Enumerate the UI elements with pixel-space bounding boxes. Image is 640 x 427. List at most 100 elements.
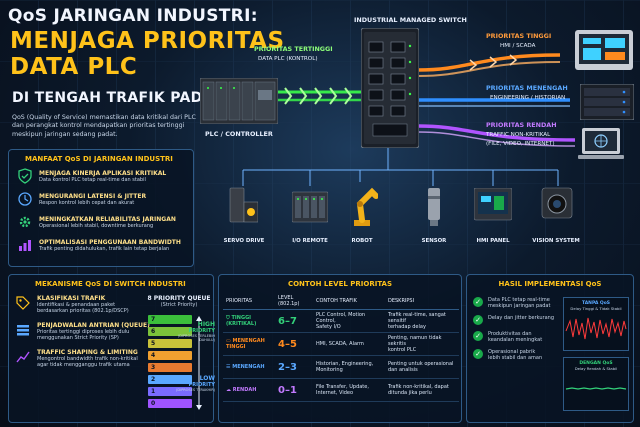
jitter-waveform-stable	[565, 387, 627, 390]
benefit-desc: Data kontrol PLC tetap real-time dan sta…	[39, 176, 146, 183]
levels-header: PRIORITAS	[223, 293, 275, 310]
level-desc-2: terhadap delay	[388, 324, 426, 330]
sensor-device	[424, 188, 444, 226]
levels-header-row: PRIORITAS LEVEL (802.1p) CONTOH TRAFIK D…	[223, 293, 459, 310]
level-value: 0–1	[275, 378, 313, 402]
queue-title: 8 PRIORITY QUEUE	[147, 295, 211, 302]
hmi-scada-monitor	[575, 30, 633, 70]
queue-slot: 0	[148, 399, 192, 408]
check-icon: ✓	[473, 315, 483, 325]
results-title: HASIL IMPLEMENTASI QoS	[498, 280, 602, 288]
mechanism-panel: MEKANISME QoS DI SWITCH INDUSTRI KLASIFI…	[8, 274, 215, 423]
chart-qos-title: DENGAN QoS	[579, 361, 613, 366]
high-note: (DIPROSES TERLEBIH DAHULU)	[177, 334, 215, 342]
traffic-1: PLC Control, Motion Control,	[316, 312, 366, 324]
level-name-2: (KRITIKAL)	[226, 321, 257, 327]
check-icon: ✓	[473, 349, 483, 359]
device-label-io: I/O REMOTE	[292, 238, 328, 244]
headline-line-2: DATA PLC	[10, 54, 138, 80]
output-low-detail-2: (FILE, VIDEO, INTERNET)	[486, 141, 555, 147]
level-value: 2–3	[275, 355, 313, 379]
switch-label: INDUSTRIAL MANAGED SWITCH	[354, 16, 467, 24]
chart-no-qos: TANPA QoS Delay Tinggi & Tidak Stabil	[563, 297, 629, 351]
benefit-desc: Respon kontrol lebih cepat dan akurat	[39, 199, 135, 206]
page-title: QoS JARINGAN INDUSTRI:	[8, 6, 258, 26]
result-line-2: lebih stabil dan aman	[488, 355, 543, 361]
high-label: HIGH	[197, 321, 215, 328]
table-row: ⛉ TINGGI(KRITIKAL) 6–7 PLC Control, Moti…	[223, 309, 459, 333]
benefit-desc: Trafik penting didahulukan, trafik lain …	[39, 245, 170, 252]
queue-slot: 2	[148, 375, 192, 384]
queue-slot: 3	[148, 363, 192, 372]
clock-icon	[17, 191, 33, 207]
vision-system-device	[538, 186, 576, 226]
headline-line-1: MENJAGA PRIORITAS	[10, 28, 285, 54]
levels-table: PRIORITAS LEVEL (802.1p) CONTOH TRAFIK D…	[223, 293, 459, 402]
results-panel: HASIL IMPLEMENTASI QoS ✓Data PLC tetap r…	[466, 274, 634, 423]
mechanism-item-title: TRAFFIC SHAPING & LIMITING	[37, 349, 138, 356]
device-label-robot: ROBOT	[351, 238, 373, 244]
device-label-hmi: HMI PANEL	[476, 238, 510, 244]
level-desc-2: ditunda jika perlu	[388, 390, 432, 396]
mechanism-item-title: KLASIFIKASI TRAFIK	[37, 295, 106, 302]
result-line-2: keandalan meningkat	[488, 337, 543, 343]
mechanism-item-desc-1: Mengontrol bandwidth trafik non-kritikal	[37, 356, 138, 362]
plc-label: PLC / CONTROLLER	[205, 130, 273, 138]
levels-header: LEVEL (802.1p)	[275, 293, 313, 310]
output-low-detail-1: TRAFFIC NON-KRITIKAL	[486, 132, 551, 138]
mechanism-item-desc-1: Prioritas tertinggi diproses lebih dulu	[37, 329, 130, 335]
mechanism-item-desc-2: menggunakan Strict Priority (SP)	[37, 335, 119, 341]
device-label-servo: SERVO DRIVE	[223, 238, 265, 244]
mechanism-item: PENJADWALAN ANTRIAN (QUEUE)Prioritas ter…	[15, 322, 150, 341]
input-flow-green	[272, 87, 362, 105]
levels-header: CONTOH TRAFIK	[313, 293, 385, 310]
chart-no-qos-sub: Delay Tinggi & Tidak Stabil	[570, 306, 622, 311]
low-priority-label: LOW PRIORITY (DIPROSES TERAKHIR)	[175, 375, 215, 392]
high-sub: PRIORITY	[188, 328, 215, 334]
level-value: 4–5	[275, 332, 313, 356]
robot-device	[346, 182, 379, 228]
check-icon: ✓	[473, 297, 483, 307]
device-label-vision: VISION SYSTEM	[532, 238, 580, 244]
level-name-2: TINGGI	[226, 344, 246, 350]
traffic-1: HMI, SCADA, Alarm	[316, 341, 364, 347]
result-item: ✓Delay dan jitter berkurang	[473, 315, 559, 325]
level-name-1: MENENGAH	[232, 364, 265, 370]
output-medium-title: PRIORITAS MENENGAH	[486, 84, 568, 92]
tag-icon	[15, 295, 31, 311]
queue-stack: 7 6 5 4 3 2 1 0	[148, 315, 192, 411]
result-line-2: meskipun jaringan padat	[488, 303, 551, 309]
traffic-1: File Transfer, Update,	[316, 384, 369, 390]
level-value: 6–7	[275, 309, 313, 333]
output-high-detail: HMI / SCADA	[500, 43, 536, 49]
benefit-title: MENINGKATKAN RELIABILITAS JARINGAN	[39, 215, 176, 223]
levels-header: DESKRIPSI	[385, 293, 459, 310]
queue-slot: 1	[148, 387, 192, 396]
queue-slot: 7	[148, 315, 192, 324]
priority-arrow	[196, 316, 202, 410]
servo-drive-device	[228, 186, 259, 226]
jitter-waveform-unstable	[565, 317, 627, 340]
plc-device	[199, 77, 279, 125]
mechanism-item-desc-2: agar tidak mengganggu trafik utama	[37, 362, 130, 368]
check-icon: ✓	[473, 331, 483, 341]
levels-panel: CONTOH LEVEL PRIORITAS PRIORITAS LEVEL (…	[218, 274, 462, 423]
mechanism-item-desc-1: Identifikasi & penandaan paket	[37, 302, 116, 308]
diagram-connections	[210, 53, 576, 186]
result-line-1: Produktivitas dan	[488, 331, 532, 337]
laptop-internet	[578, 128, 624, 162]
benefit-title: OPTIMALISASI PENGGUNAAN BANDWIDTH	[39, 238, 181, 246]
table-row: ☁ RENDAH 0–1 File Transfer, Update,Inter…	[223, 378, 459, 402]
benefit-desc: Operasional lebih stabil, downtime berku…	[39, 222, 154, 229]
bandwidth-icon	[17, 237, 33, 253]
queue-slot: 5	[148, 339, 192, 348]
level-desc-2: dan analisis	[388, 367, 418, 373]
level-desc-1: Trafik non-kritikal, dapat	[388, 384, 449, 390]
